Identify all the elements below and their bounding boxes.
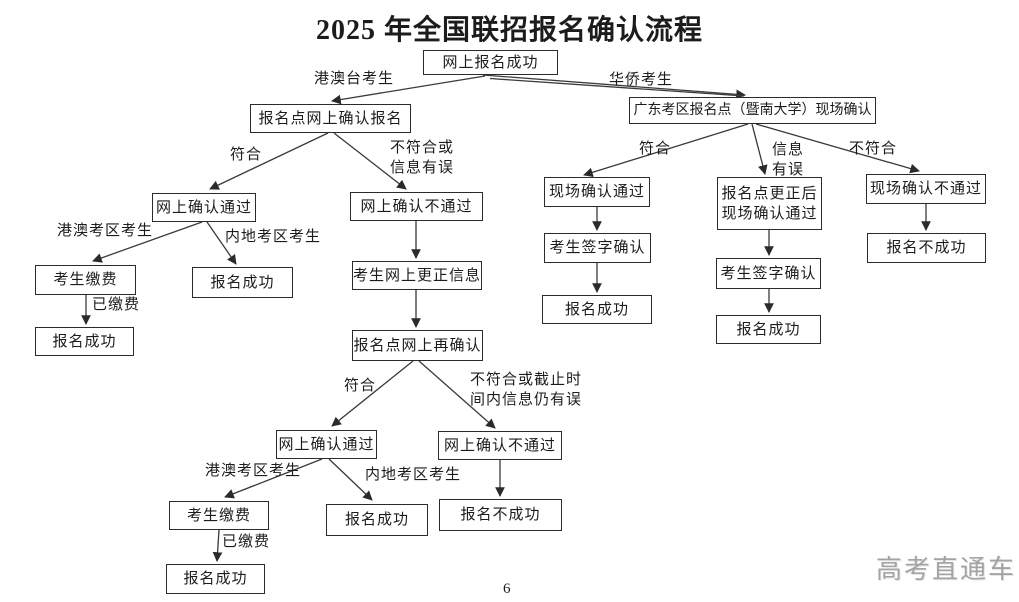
label-not-qualified-or-still-error-2: 不符合或截止时 间内信息仍有误: [470, 372, 583, 408]
page-title: 2025 年全国联招报名确认流程: [315, 15, 703, 46]
label-hk-macao-taiwan-candidates: 港澳台考生: [314, 71, 395, 87]
label-qualified-gd: 符合: [639, 141, 672, 157]
node-online-confirm-passed-1: 网上确认通过: [152, 193, 256, 222]
label-paid-2: 已缴费: [222, 534, 271, 550]
node-registration-unsuccessful-right: 报名不成功: [867, 233, 986, 263]
label-qualified-1: 符合: [230, 147, 263, 163]
node-candidate-pays-2: 考生缴费: [169, 501, 269, 530]
label-info-error-gd: 信息 有误: [772, 142, 805, 178]
label-hk-macao-zone-candidates-1: 港澳考区考生: [57, 223, 154, 239]
node-online-registration-success: 网上报名成功: [423, 50, 558, 75]
label-qualified-2: 符合: [344, 378, 377, 394]
node-registration-success-site-1: 报名成功: [542, 295, 652, 324]
node-online-confirm-failed-1: 网上确认不通过: [350, 192, 483, 221]
node-registration-success-mainland-1: 报名成功: [192, 267, 293, 298]
node-onsite-confirm-passed: 现场确认通过: [544, 177, 650, 207]
node-candidate-corrects-info-online: 考生网上更正信息: [352, 261, 482, 290]
node-registration-success-site-2: 报名成功: [716, 315, 821, 344]
node-candidate-signature-confirm-2: 考生签字确认: [716, 258, 821, 289]
label-not-qualified-or-info-error-1: 不符合或 信息有误: [390, 140, 455, 176]
node-site-online-confirm-registration: 报名点网上确认报名: [250, 104, 411, 133]
label-mainland-zone-candidates-1: 内地考区考生: [225, 229, 322, 245]
node-onsite-confirm-failed: 现场确认不通过: [866, 174, 986, 204]
node-guangdong-site-confirmation: 广东考区报名点（暨南大学）现场确认: [629, 97, 876, 124]
node-online-confirm-failed-2: 网上确认不通过: [438, 431, 562, 460]
node-registration-unsuccessful-mid: 报名不成功: [439, 499, 562, 531]
watermark-gaokao-zhitongche: 高考直通车: [876, 554, 1017, 584]
label-paid-1: 已缴费: [92, 297, 141, 313]
node-registration-success-hkmo-2: 报名成功: [166, 564, 265, 594]
page-number: 6: [503, 581, 511, 597]
node-site-online-reconfirm: 报名点网上再确认: [352, 330, 483, 361]
connector-lines: [81, 74, 931, 562]
node-candidate-signature-confirm-1: 考生签字确认: [544, 233, 651, 263]
node-registration-success-hkmo-1: 报名成功: [35, 327, 134, 356]
node-onsite-corrected-then-passed: 报名点更正后 现场确认通过: [717, 177, 822, 230]
label-not-qualified-gd: 不符合: [849, 141, 898, 157]
node-candidate-pays-1: 考生缴费: [35, 265, 136, 295]
label-overseas-chinese-candidates: 华侨考生: [609, 72, 674, 88]
node-online-confirm-passed-2: 网上确认通过: [276, 430, 377, 459]
label-mainland-zone-candidates-2: 内地考区考生: [365, 467, 462, 483]
node-registration-success-mainland-2: 报名成功: [326, 504, 428, 536]
label-hk-macao-zone-candidates-2: 港澳考区考生: [205, 463, 302, 479]
